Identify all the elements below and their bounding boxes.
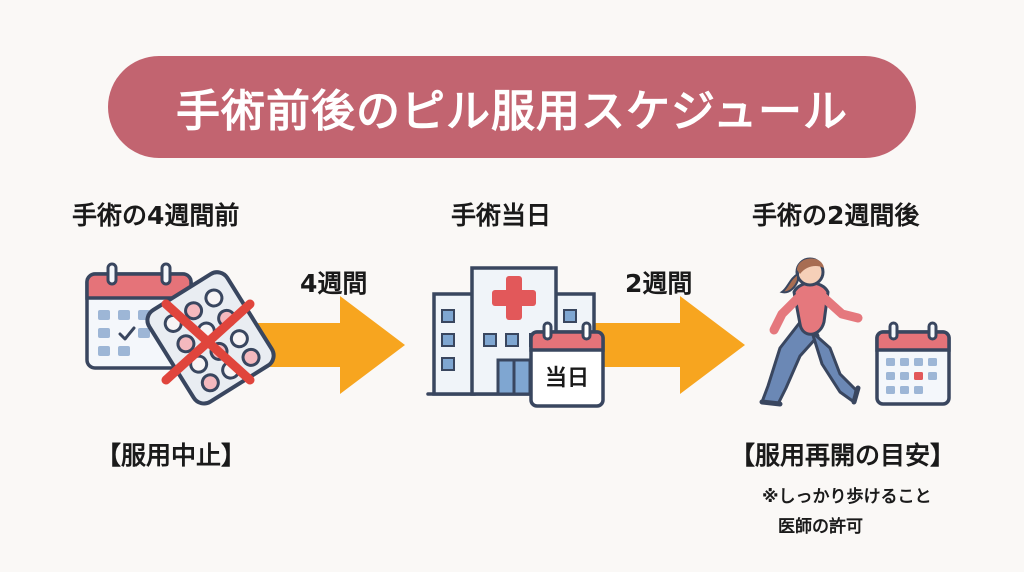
running-person-icon (759, 257, 863, 407)
step-heading-before: 手術の4週間前 (72, 201, 240, 230)
step-heading-day: 手術当日 (451, 201, 552, 230)
arrow-label-4weeks: 4週間 (300, 269, 368, 298)
hospital-icon (426, 266, 602, 396)
arrow-right-icon (590, 296, 745, 394)
arrow-right-icon (240, 296, 405, 394)
calendar-red-day-icon (875, 321, 951, 406)
status-stop: 【服用中止】 (96, 441, 247, 470)
arrow-label-2weeks: 2週間 (625, 269, 693, 298)
step-heading-after: 手術の2週間後 (752, 201, 920, 230)
note-walking: ※しっかり歩けること (762, 487, 932, 507)
status-resume: 【服用再開の目安】 (730, 441, 956, 470)
page-title: 手術前後のピル服用スケジュール (176, 86, 848, 137)
cross-mark-icon (161, 299, 255, 385)
calendar-today-icon (529, 321, 605, 408)
calendar-today-label: 当日 (544, 366, 589, 391)
note-doctor: 医師の許可 (778, 517, 863, 537)
title-banner: 手術前後のピル服用スケジュール (108, 56, 916, 158)
